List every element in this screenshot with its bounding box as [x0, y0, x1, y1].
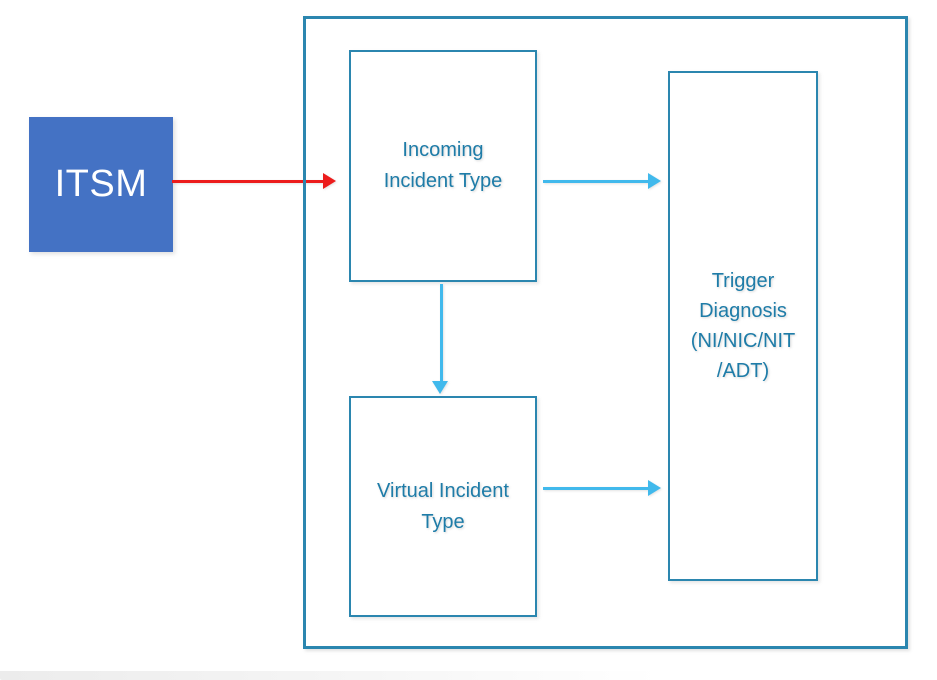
- arrowhead-right-icon: [648, 173, 661, 189]
- arrow-shaft: [439, 284, 443, 382]
- node-itsm: ITSM: [29, 117, 173, 252]
- arrowhead-right-icon: [323, 173, 336, 189]
- arrow-incoming-to-trigger: [543, 173, 661, 189]
- arrow-incoming-to-virtual: [432, 284, 448, 394]
- arrow-itsm-to-incoming: [172, 173, 336, 189]
- arrow-virtual-to-trigger: [543, 480, 661, 496]
- bottom-edge-artifact: [0, 671, 660, 680]
- arrow-shaft: [543, 486, 649, 490]
- arrow-shaft: [543, 179, 649, 183]
- node-itsm-label: ITSM: [54, 163, 148, 205]
- arrowhead-down-icon: [432, 381, 448, 394]
- arrow-shaft: [172, 179, 324, 183]
- arrowhead-right-icon: [648, 480, 661, 496]
- group-container-box: [303, 16, 908, 649]
